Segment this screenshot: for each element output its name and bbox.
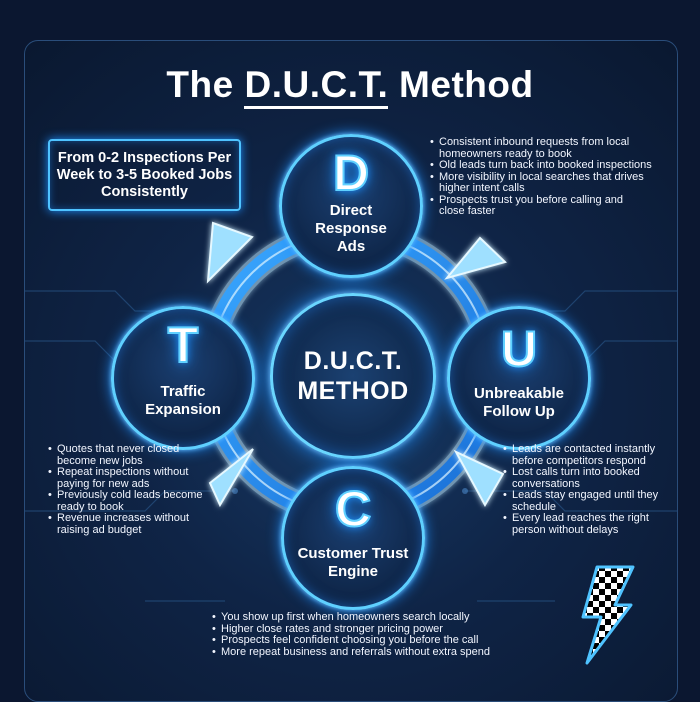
- node-unbreakable-follow-up: U Unbreakable Follow Up: [447, 306, 591, 450]
- result-callout: From 0-2 Inspections Per Week to 3-5 Boo…: [48, 139, 241, 211]
- node-label-d-line1: Direct: [329, 202, 373, 219]
- node-letter-c: C: [334, 481, 372, 537]
- center-line-1: D.U.C.T.: [303, 347, 403, 375]
- title-suffix: Method: [388, 64, 534, 105]
- list-item: Consistent inbound requests from localho…: [430, 136, 652, 160]
- node-label-u-line1: Unbreakable: [473, 385, 565, 402]
- list-item: You show up first when homeowners search…: [212, 611, 490, 624]
- node-letter-d: D: [332, 145, 370, 201]
- node-letter-u: U: [500, 321, 538, 377]
- node-traffic-expansion: T Traffic Expansion: [111, 306, 255, 450]
- node-label-c-line1: Customer Trust: [297, 545, 409, 562]
- title-acronym: D.U.C.T.: [244, 64, 389, 109]
- bullet-list-d: Consistent inbound requests from localho…: [430, 136, 652, 218]
- node-label-t-line2: Expansion: [145, 401, 221, 418]
- page-title: The D.U.C.T. Method: [0, 64, 700, 109]
- node-label-t-line1: Traffic: [160, 383, 206, 400]
- node-label-u-line2: Follow Up: [483, 403, 555, 420]
- list-item: Prospects trust you before calling andcl…: [430, 194, 652, 218]
- list-item: Higher close rates and stronger pricing …: [212, 623, 490, 636]
- list-item: Old leads turn back into booked inspecti…: [430, 159, 652, 172]
- lightning-bolt-icon: [581, 565, 635, 665]
- node-label-d-line3: Ads: [336, 238, 366, 255]
- bullet-list-c: You show up first when homeowners search…: [212, 611, 490, 659]
- node-letter-t: T: [167, 317, 200, 373]
- list-item: More visibility in local searches that d…: [430, 171, 652, 195]
- list-item: Prospects feel confident choosing you be…: [212, 634, 490, 647]
- title-prefix: The: [166, 64, 245, 105]
- center-hub: D.U.C.T. METHOD: [270, 293, 436, 459]
- node-label-d-line2: Response: [315, 220, 387, 237]
- node-customer-trust-engine: C Customer Trust Engine: [281, 466, 425, 610]
- node-label-c-line2: Engine: [327, 563, 378, 580]
- list-item: More repeat business and referrals witho…: [212, 646, 490, 659]
- node-direct-response-ads: D Direct Response Ads: [279, 134, 423, 278]
- center-line-2: METHOD: [297, 377, 409, 405]
